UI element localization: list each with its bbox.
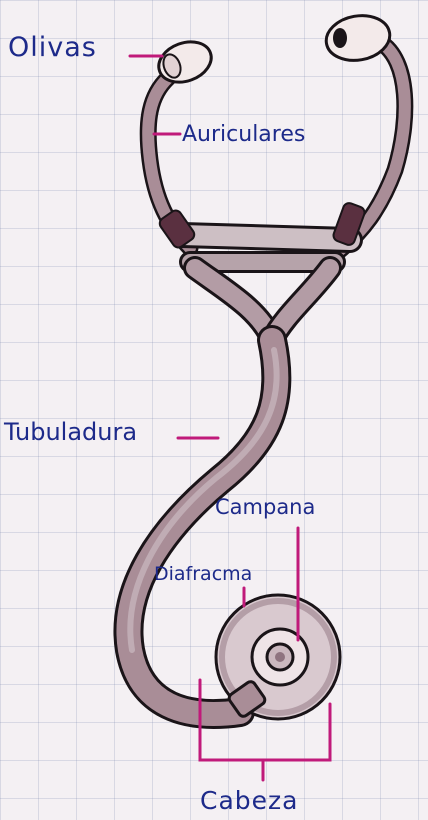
label-olivas: Olivas	[8, 34, 97, 61]
label-tubuladura: Tubuladura	[4, 420, 137, 444]
right-olive	[323, 11, 394, 65]
label-campana: Campana	[215, 497, 315, 518]
label-cabeza: Cabeza	[200, 788, 298, 813]
chest-piece	[216, 595, 340, 719]
label-auriculares: Auriculares	[182, 124, 305, 146]
label-diafracma: Diafracma	[154, 565, 252, 584]
